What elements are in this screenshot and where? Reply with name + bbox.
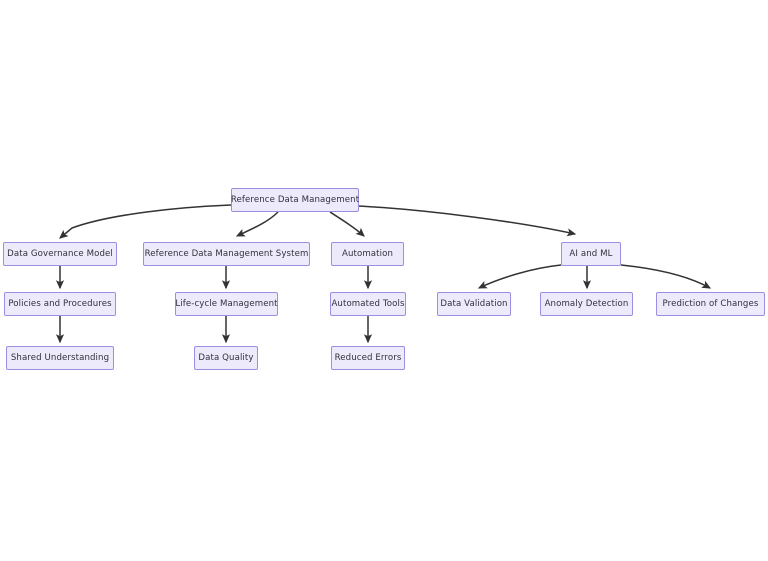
node-lifecycle[interactable]: Life-cycle Management <box>175 292 278 316</box>
node-label: Data Quality <box>198 352 254 363</box>
node-anomaly[interactable]: Anomaly Detection <box>540 292 633 316</box>
edge-rdm-to-aiml <box>358 205 577 237</box>
node-policies[interactable]: Policies and Procedures <box>4 292 116 316</box>
node-rdms[interactable]: Reference Data Management System <box>143 242 310 266</box>
node-reduced[interactable]: Reduced Errors <box>331 346 405 370</box>
node-label: Reference Data Management System <box>144 248 309 259</box>
node-datavalid[interactable]: Data Validation <box>437 292 511 316</box>
edges-group <box>55 204 712 344</box>
edge-rdm-to-rdms <box>235 211 279 237</box>
node-autotools[interactable]: Automated Tools <box>330 292 406 316</box>
node-label: Anomaly Detection <box>544 298 629 309</box>
node-rdm[interactable]: Reference Data Management <box>231 188 359 212</box>
edge-rdm-to-automation <box>329 211 365 237</box>
edge-aiml-to-datavalid <box>477 264 562 289</box>
node-shared[interactable]: Shared Understanding <box>6 346 114 370</box>
node-label: Reduced Errors <box>334 352 402 363</box>
node-dataquality[interactable]: Data Quality <box>194 346 258 370</box>
node-label: Data Validation <box>440 298 508 309</box>
node-label: Shared Understanding <box>10 352 110 363</box>
node-label: Data Governance Model <box>7 248 113 259</box>
node-label: Prediction of Changes <box>662 298 759 309</box>
node-label: AI and ML <box>569 248 613 259</box>
node-label: Policies and Procedures <box>8 298 112 309</box>
node-label: Reference Data Management <box>230 194 360 205</box>
node-prediction[interactable]: Prediction of Changes <box>656 292 765 316</box>
edge-aiml-to-prediction <box>620 264 712 289</box>
node-label: Life-cycle Management <box>175 298 278 309</box>
node-dgm[interactable]: Data Governance Model <box>3 242 117 266</box>
node-label: Automated Tools <box>331 298 405 309</box>
node-label: Automation <box>341 248 394 259</box>
edge-rdm-to-dgm <box>59 204 232 239</box>
node-automation[interactable]: Automation <box>331 242 404 266</box>
node-aiml[interactable]: AI and ML <box>561 242 621 266</box>
